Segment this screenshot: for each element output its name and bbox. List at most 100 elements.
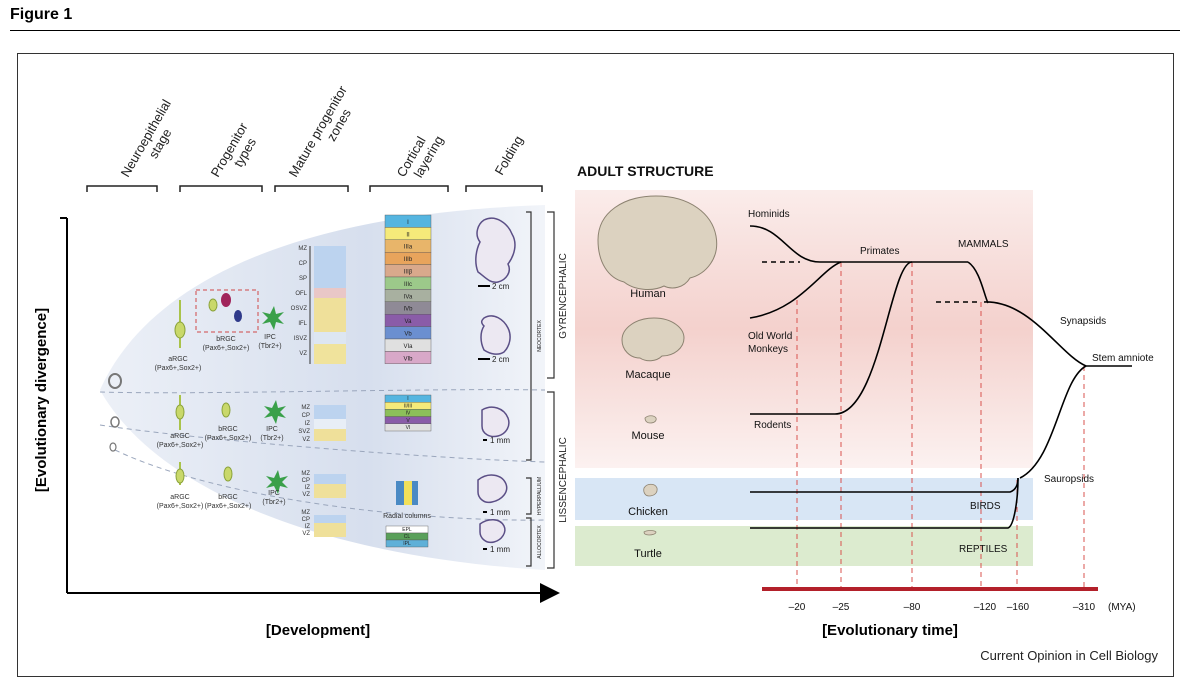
zone-label: IZ <box>305 485 311 491</box>
zone-block <box>314 288 346 298</box>
progenitor-cells-bird <box>175 462 288 494</box>
tick-label: –20 <box>789 602 806 613</box>
chicken-brain-icon <box>643 483 658 497</box>
label-synapsids: Synapsids <box>1060 316 1106 327</box>
scale-bar-label: 1 mm <box>490 508 510 517</box>
neural-tube-icon <box>109 442 117 452</box>
argc-cell-body-icon <box>174 321 186 339</box>
zone-label: OSVZ <box>291 306 308 312</box>
argc-markers: (Pax6+,Sox2+) <box>157 503 204 510</box>
zone-label: CP <box>299 261 307 267</box>
radial-column <box>396 481 404 505</box>
cortical-layer-label: VIb <box>403 356 413 362</box>
argc-markers: (Pax6+,Sox2+) <box>157 442 204 449</box>
cortical-layer-label: IVa <box>404 294 413 300</box>
header-progenitor: Progenitor types <box>208 117 266 187</box>
argc-cell-body-icon <box>175 468 185 484</box>
brgc-box <box>195 289 259 333</box>
label-old-world-2: Monkeys <box>748 344 788 355</box>
cortical-layer-label: IPL <box>403 541 411 547</box>
bird-section-icon <box>477 474 508 504</box>
cortical-layer-label: Va <box>405 319 413 325</box>
cortical-layer-label: IIIc <box>404 282 412 288</box>
old-world-branch <box>749 261 842 319</box>
hominid-branch <box>749 225 841 263</box>
species-labels: Human Macaque Mouse Chicken Turtle <box>625 288 670 560</box>
scale-bars: 2 cm 2 cm 1 mm 1 mm 1 mm <box>478 282 510 554</box>
turtle-section-icon <box>479 519 506 544</box>
mouse-brain-icon <box>644 415 657 424</box>
brgc-label: bRGC <box>218 426 237 433</box>
ipc-label: IPC <box>268 490 280 497</box>
adult-structure-title: ADULT STRUCTURE <box>577 163 714 179</box>
brgc-cell-icon <box>223 466 233 482</box>
bracket <box>274 185 349 192</box>
species-turtle: Turtle <box>634 548 662 560</box>
radial-columns-label: Radial columns <box>383 513 431 520</box>
bracket <box>465 185 543 192</box>
zone-label: SP <box>299 276 307 282</box>
progenitor-cells-primate <box>174 289 284 348</box>
zone-block <box>314 405 346 419</box>
ipc-star-icon <box>266 470 288 494</box>
cortical-layer-label: IVb <box>403 307 413 313</box>
header-neuroepithelial: Neuroepithelial stage <box>118 94 189 187</box>
bracket <box>526 211 532 461</box>
zone-label: CP <box>302 413 310 419</box>
species-chicken: Chicken <box>628 506 668 518</box>
neural-tube-icon <box>108 373 122 389</box>
argc-markers: (Pax6+,Sox2+) <box>155 365 202 372</box>
cortical-layer-label: I <box>407 220 409 226</box>
brgc-cell-icon <box>221 402 231 418</box>
cortical-layer <box>384 351 432 364</box>
zone-block <box>314 332 346 344</box>
zone-label: MZ <box>301 510 310 516</box>
species-human: Human <box>630 288 665 300</box>
zone-label: VZ <box>302 531 310 537</box>
scale-bar-label: 2 cm <box>492 282 510 291</box>
zone-label: MZ <box>301 471 310 477</box>
zone-block <box>314 523 346 537</box>
argc-label: aRGC <box>170 494 189 501</box>
label-birds: BIRDS <box>970 501 1001 512</box>
bracket <box>369 185 449 192</box>
allocortex-label: ALLOCORTEX <box>537 525 543 559</box>
bracket <box>526 517 532 567</box>
zone-column-rodent <box>314 405 346 441</box>
zone-label: MZ <box>298 246 307 252</box>
brgc-label: bRGC <box>218 494 237 501</box>
cortical-layer <box>385 539 429 548</box>
ipc-markers: (Tbr2+) <box>262 499 285 506</box>
brgc-markers: (Pax6+,Sox2+) <box>205 435 252 442</box>
brgc-cell-icon <box>221 293 231 307</box>
gyrencephalic-section-icon <box>480 315 511 355</box>
ipc-markers: (Tbr2+) <box>258 343 281 350</box>
gyrencephalic-section-icon <box>475 217 516 284</box>
progenitor-labels-rodent: aRGC (Pax6+,Sox2+) bRGC (Pax6+,Sox2+) IP… <box>157 426 284 449</box>
header-brackets <box>86 185 543 192</box>
zone-label: SVZ <box>298 429 310 435</box>
label-hominids: Hominids <box>748 209 790 220</box>
cortical-layer-label: II <box>406 232 410 238</box>
label-primates: Primates <box>860 246 899 257</box>
zone-column-turtle <box>314 515 346 537</box>
neocortex-label: NEOCORTEX <box>537 320 543 352</box>
zone-label: VZ <box>299 351 307 357</box>
ipc-markers: (Tbr2+) <box>260 435 283 442</box>
figure-frame <box>17 53 1174 677</box>
side-brackets <box>526 211 555 569</box>
progenitor-labels-bird: aRGC (Pax6+,Sox2+) bRGC (Pax6+,Sox2+) IP… <box>157 490 286 510</box>
mya-unit-label: (MYA) <box>1108 602 1136 613</box>
tick-label: –120 <box>974 602 997 613</box>
cortical-layer-label: CL <box>404 534 411 540</box>
zone-label: IFL <box>298 321 307 327</box>
zone-column-bird <box>314 474 346 498</box>
